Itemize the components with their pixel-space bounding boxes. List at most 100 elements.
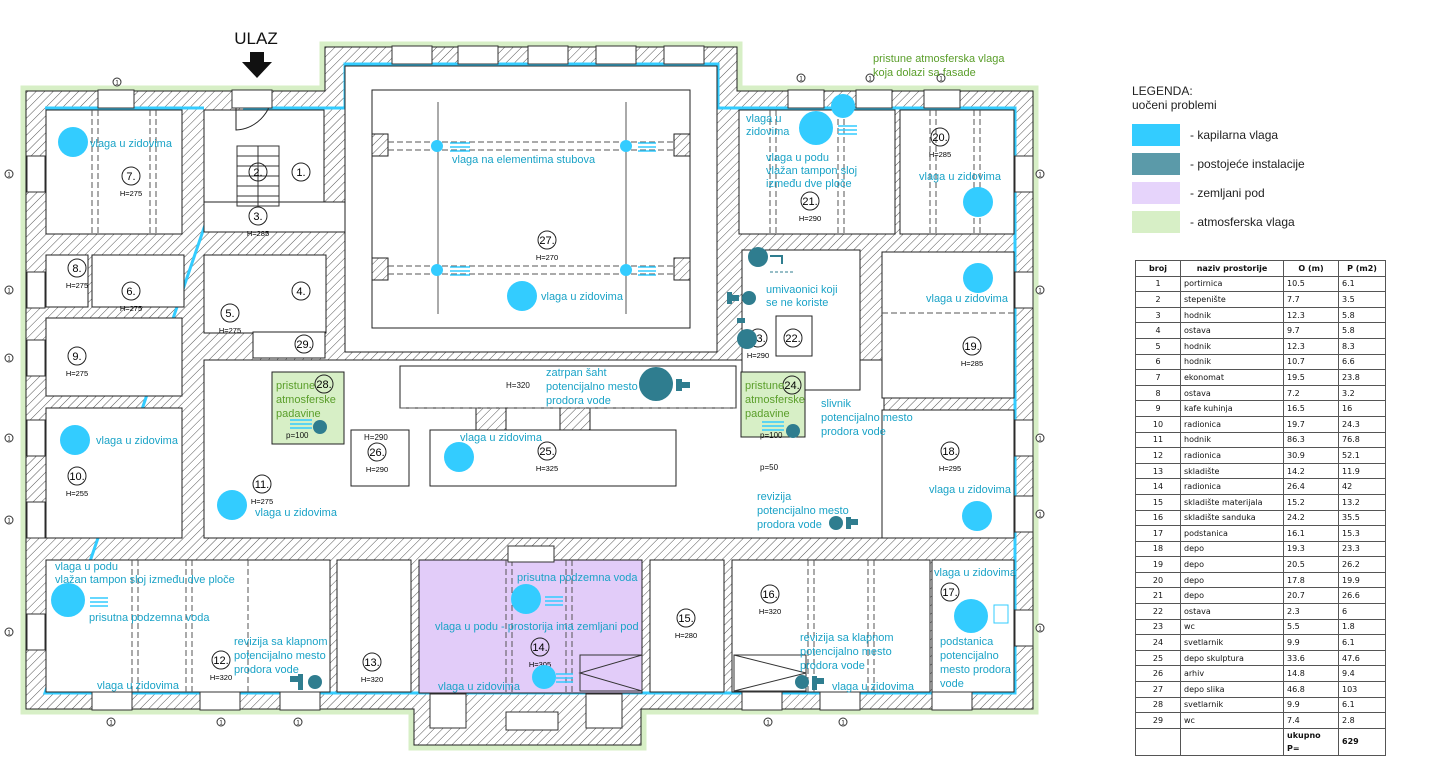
table-cell: 12.3 <box>1283 306 1339 324</box>
window-tag-circle <box>4 285 14 295</box>
table-cell: 19.5 <box>1283 369 1339 386</box>
room-number: 16. <box>762 589 777 601</box>
room-height: H=320 <box>361 675 383 684</box>
room-16 <box>731 559 931 693</box>
table-cell: podstanica <box>1180 525 1284 542</box>
table-cell: portirnica <box>1180 275 1284 293</box>
table-cell: stepenište <box>1180 291 1284 308</box>
table-cell: 9.9 <box>1283 696 1339 714</box>
note-room14-earth-floor: vlaga u podu - prostorija ima zemljani p… <box>435 621 639 633</box>
legend-title: LEGENDA: <box>1132 84 1193 98</box>
table-cell: 19.9 <box>1338 571 1386 589</box>
legend-subtitle: uočeni problemi <box>1132 98 1217 112</box>
legend: LEGENDA: uočeni problemi - kapilarna vla… <box>1132 84 1392 236</box>
window-tag-circle <box>838 717 848 727</box>
table-cell: depo <box>1180 571 1284 589</box>
skylight-28 <box>271 371 345 445</box>
table-cell: 16.5 <box>1283 400 1339 417</box>
room-number: 25. <box>539 446 554 458</box>
water-indicator-icons <box>90 125 857 683</box>
note-room21-a: vlaga u <box>746 113 781 125</box>
room-number-circle <box>294 334 314 354</box>
window-tag: 1 <box>1038 289 1042 295</box>
room-height: H=275 <box>251 497 273 506</box>
note-room14-wall: vlaga u zidovima <box>438 681 521 693</box>
room-number-circle <box>314 374 334 394</box>
room-number: 13. <box>364 657 379 669</box>
room-height: H=280 <box>675 631 697 640</box>
room-number: 17. <box>942 587 957 599</box>
room-number: 6. <box>126 286 135 298</box>
room-number-circle <box>67 466 87 486</box>
window-tag: 1 <box>7 289 11 295</box>
table-cell: 26.2 <box>1338 556 1386 573</box>
room-number: 19. <box>964 341 979 353</box>
room-height: H=295 <box>939 464 961 473</box>
table-cell: 13.2 <box>1338 493 1386 511</box>
room-height: H=275 <box>219 326 241 335</box>
table-cell: 86.3 <box>1283 431 1339 449</box>
note-shaft-3: prodora vode <box>546 395 611 407</box>
table-cell: 29 <box>1135 712 1181 729</box>
note-room19-wall: vlaga u zidovima <box>926 293 1009 305</box>
entrance-label: ULAZ <box>234 29 277 48</box>
window-tag-circle <box>112 77 122 87</box>
note-room11-wall: vlaga u zidovima <box>255 507 338 519</box>
table-cell: 12 <box>1135 447 1181 464</box>
table-cell: svetlarnik <box>1180 696 1284 714</box>
table-cell: 46.8 <box>1283 681 1339 698</box>
table-cell: svetlarnik <box>1180 634 1284 651</box>
window-tag: 1 <box>115 81 119 87</box>
note-room18-wall: vlaga u zidovima <box>929 484 1012 496</box>
note-room12-tampon: vlažan tampon sloj između dve ploče <box>55 574 235 586</box>
table-cell: 2.8 <box>1338 712 1386 729</box>
note-drain-2: potencijalno mesto <box>821 412 913 424</box>
windows <box>26 45 1034 731</box>
table-cell: 11.9 <box>1338 462 1386 480</box>
room-29 <box>252 331 326 359</box>
table-cell: 5.8 <box>1338 306 1386 324</box>
window-tag: 1 <box>1038 513 1042 519</box>
table-cell: 16 <box>1338 400 1386 417</box>
table-cell: 14 <box>1135 478 1181 495</box>
table-cell: 26 <box>1135 665 1181 683</box>
room-number: 20. <box>932 132 947 144</box>
skylight24-p: p=100 <box>760 431 783 440</box>
room-height: H=320 <box>210 673 232 682</box>
room-number: 8. <box>72 263 81 275</box>
window-tag-circle <box>796 73 806 83</box>
window-tag: 1 <box>7 357 11 363</box>
legend-label: - atmosferska vlaga <box>1190 214 1295 229</box>
table-cell: 14.2 <box>1283 462 1339 480</box>
legend-label: - postojeće instalacije <box>1190 156 1305 171</box>
note-room21-b: zidovima <box>746 126 790 138</box>
installation-markers <box>290 247 858 690</box>
room-number-circle <box>783 328 803 348</box>
note-skylight24-1: pristune <box>745 380 784 392</box>
window-tag-circle <box>4 353 14 363</box>
note-room21-tampon-a: vlažan tampon sloj <box>766 165 857 177</box>
table-cell: 15.2 <box>1283 493 1339 511</box>
table-cell: 6.6 <box>1338 353 1386 371</box>
table-cell: 5.8 <box>1338 322 1386 339</box>
room-number-circle <box>362 652 382 672</box>
note-room7-wall-moisture: vlaga u zidovima <box>90 138 173 150</box>
table-cell: 22 <box>1135 603 1181 620</box>
note-revision-3: prodora vode <box>757 519 822 531</box>
legend-swatch <box>1132 123 1180 146</box>
table-cell: 9 <box>1135 400 1181 417</box>
table-cell: skladište <box>1180 462 1284 480</box>
table-cell: depo <box>1180 556 1284 573</box>
table-cell: 24.2 <box>1283 509 1339 527</box>
table-cell: 23.8 <box>1338 369 1386 386</box>
table-cell: 19.3 <box>1283 540 1339 558</box>
room-12 <box>45 559 331 693</box>
room-26 <box>350 429 410 487</box>
